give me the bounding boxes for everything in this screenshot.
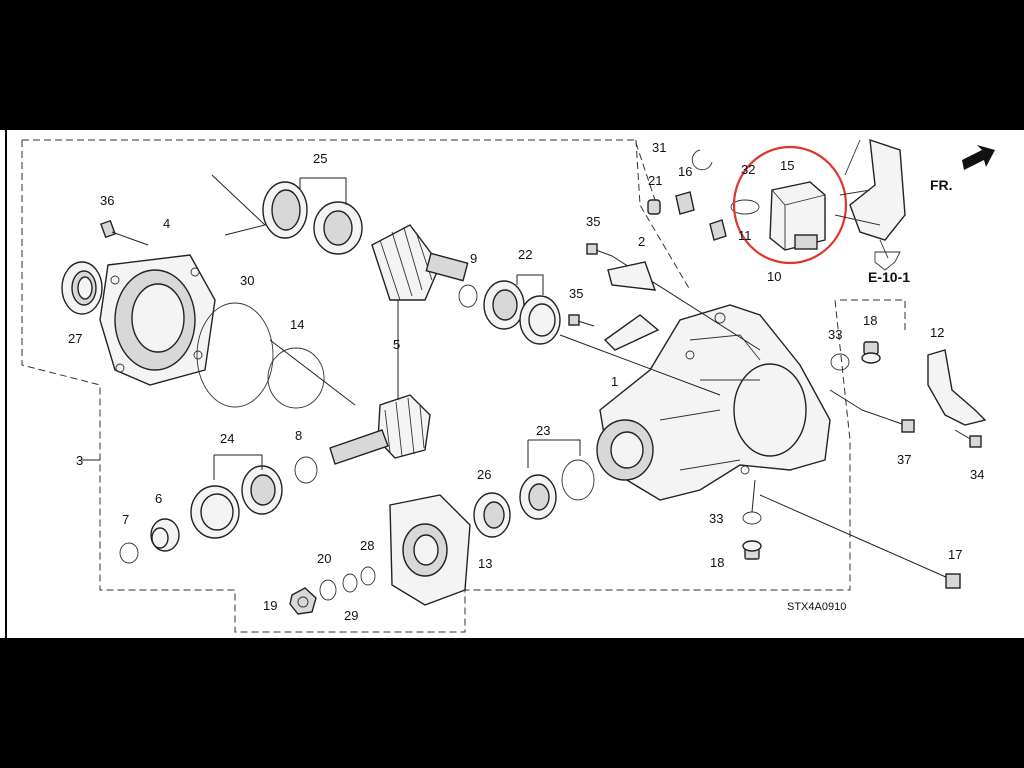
part-30-oring <box>196 302 274 408</box>
callout-27: 27 <box>68 331 82 346</box>
callout-20: 20 <box>317 551 331 566</box>
callout-2: 2 <box>638 234 645 249</box>
part-26-bearing <box>473 492 511 538</box>
callout-29: 29 <box>344 608 358 623</box>
callout-3: 3 <box>76 453 83 468</box>
part-6-collar <box>150 518 180 552</box>
callout-22: 22 <box>518 247 532 262</box>
axis-line-17 <box>759 494 881 549</box>
callout-16: 16 <box>678 164 692 179</box>
callout-1: 1 <box>611 374 618 389</box>
bracket-25 <box>299 177 347 205</box>
axis-line-18 <box>751 479 756 513</box>
part-16-connector <box>675 191 695 215</box>
bracket-22 <box>516 274 544 295</box>
callout-12: 12 <box>930 325 944 340</box>
part-18-plug-lower <box>742 540 762 560</box>
callout-32: 32 <box>741 162 755 177</box>
part-12-bracket <box>927 349 987 426</box>
callout-18b: 18 <box>710 555 724 570</box>
callout-28: 28 <box>360 538 374 553</box>
part-11-fitting <box>709 219 727 241</box>
part-9-washer <box>458 284 478 308</box>
callout-33a: 33 <box>828 327 842 342</box>
part-13-flange <box>389 494 471 606</box>
part-2-bracket <box>607 261 657 291</box>
part-20-washer <box>319 579 337 601</box>
part-28-washer <box>360 566 376 586</box>
part-1-plate <box>603 314 660 351</box>
part-5-gear-shaft <box>329 224 469 465</box>
part-17-bolt <box>879 547 961 589</box>
mounting-bracket <box>834 138 906 271</box>
callout-33b: 33 <box>709 511 723 526</box>
part-10-hose-core <box>699 139 749 301</box>
callout-26: 26 <box>477 467 491 482</box>
callout-labels: 1 2 3 4 5 6 7 8 9 10 11 12 13 14 15 16 1… <box>68 140 984 623</box>
callout-34: 34 <box>970 467 984 482</box>
part-31-clip <box>691 149 713 171</box>
transfer-case-housing <box>596 304 831 501</box>
callout-21: 21 <box>648 173 662 188</box>
callout-18a: 18 <box>863 313 877 328</box>
callout-8: 8 <box>295 428 302 443</box>
part-8-washer <box>294 456 318 484</box>
part-27-seal <box>61 261 103 315</box>
callout-10: 10 <box>767 269 781 284</box>
guide-lines <box>211 174 356 406</box>
part-15-module <box>769 181 826 251</box>
part-18-plug-upper <box>861 341 881 364</box>
callout-24: 24 <box>220 431 234 446</box>
part-14-ring <box>267 347 325 409</box>
callout-30: 30 <box>240 273 254 288</box>
callout-17: 17 <box>948 547 962 562</box>
part-29-washer <box>342 573 358 593</box>
part-32-clamp <box>730 199 760 215</box>
part-25-bearing <box>262 181 363 255</box>
callout-35a: 35 <box>586 214 600 229</box>
part-35-bolt-lower <box>568 314 595 327</box>
callout-35b: 35 <box>569 286 583 301</box>
part-7-washer <box>119 542 139 564</box>
callout-9: 9 <box>470 251 477 266</box>
section-reference: E-10-1 <box>868 269 910 285</box>
callout-31: 31 <box>652 140 666 155</box>
part-4-cover <box>99 254 216 386</box>
callout-7: 7 <box>122 512 129 527</box>
callout-23: 23 <box>536 423 550 438</box>
part-34-bolt <box>954 429 982 448</box>
reference-code: STX4A0910 <box>787 601 846 613</box>
callout-36: 36 <box>100 193 114 208</box>
highlight-circle <box>732 145 848 265</box>
callout-15: 15 <box>780 158 794 173</box>
part-21-connector <box>647 199 661 215</box>
callout-37: 37 <box>897 452 911 467</box>
part-37-bolt <box>861 409 915 433</box>
part-23-bearing <box>519 459 595 520</box>
callout-14: 14 <box>290 317 304 332</box>
callout-19: 19 <box>263 598 277 613</box>
part-35-bolt-upper <box>586 243 613 257</box>
callout-11: 11 <box>738 228 752 243</box>
callout-25: 25 <box>313 151 327 166</box>
axis-line-37 <box>829 389 863 411</box>
part-33-washer-upper <box>830 353 850 371</box>
part-36-bolt <box>100 219 149 246</box>
bracket-23 <box>527 439 581 468</box>
assembly-boundary <box>21 139 906 633</box>
axis-line-1 <box>559 334 721 396</box>
callout-13: 13 <box>478 556 492 571</box>
callout-4: 4 <box>163 216 170 231</box>
part-24-bearing <box>190 465 283 539</box>
bracket-24 <box>213 454 263 480</box>
callout-5: 5 <box>393 337 400 352</box>
part-19-nut <box>289 587 317 615</box>
part-22-bearing <box>483 280 561 345</box>
front-arrow-icon <box>962 145 995 170</box>
direction-label: FR. <box>930 177 953 193</box>
callout-6: 6 <box>155 491 162 506</box>
